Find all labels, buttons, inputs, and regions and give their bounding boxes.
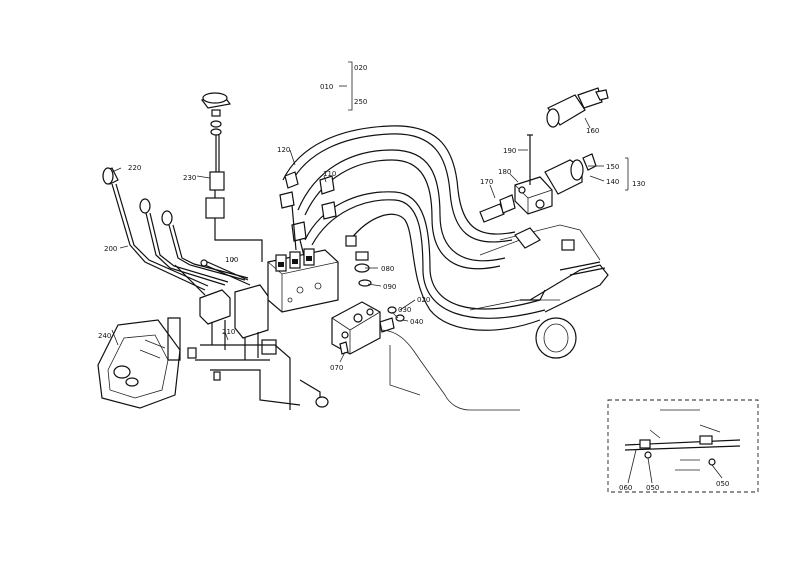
coupler-assembly (479, 87, 609, 223)
label-060: 060 (619, 484, 632, 492)
valve-hose-fittings (279, 171, 337, 257)
label-010: 010 (320, 83, 333, 91)
label-220: 220 (128, 164, 141, 172)
label-130: 130 (632, 180, 645, 188)
label-200: 200 (104, 245, 117, 253)
label-030: 030 (398, 306, 411, 314)
label-180: 180 (498, 168, 511, 176)
label-170: 170 (480, 178, 493, 186)
label-230: 230 (183, 174, 196, 182)
label-190: 190 (503, 147, 516, 155)
lower-linkage (167, 284, 329, 410)
label-210: 210 (222, 328, 235, 336)
label-040: 040 (410, 318, 423, 326)
label-020-top: 020 (354, 64, 367, 72)
label-110: 110 (323, 170, 336, 178)
label-080: 080 (381, 265, 394, 273)
control-valve-block (267, 248, 339, 313)
hydraulic-hoses (282, 125, 546, 331)
fittings-080-090 (345, 235, 405, 322)
label-140: 140 (606, 178, 619, 186)
secondary-valve-block (331, 301, 395, 355)
label-100: 100 (225, 256, 238, 264)
label-160: 160 (586, 127, 599, 135)
part-labels: 010 020 250 120 230 220 200 110 100 080 … (98, 64, 729, 492)
label-150: 150 (606, 163, 619, 171)
label-250: 250 (354, 98, 367, 106)
label-070: 070 (330, 364, 343, 372)
inset-detail (607, 399, 759, 493)
top-valve-stack (200, 92, 263, 262)
label-090: 090 (383, 283, 396, 291)
tractor-body-outline (379, 224, 609, 411)
label-050-left: 050 (646, 484, 659, 492)
fender-panel (97, 319, 181, 409)
control-levers (102, 167, 251, 296)
leader-lines (111, 61, 723, 484)
label-020-mid: 020 (417, 296, 430, 304)
label-050-right: 050 (716, 480, 729, 488)
label-240: 240 (98, 332, 111, 340)
label-120: 120 (277, 146, 290, 154)
